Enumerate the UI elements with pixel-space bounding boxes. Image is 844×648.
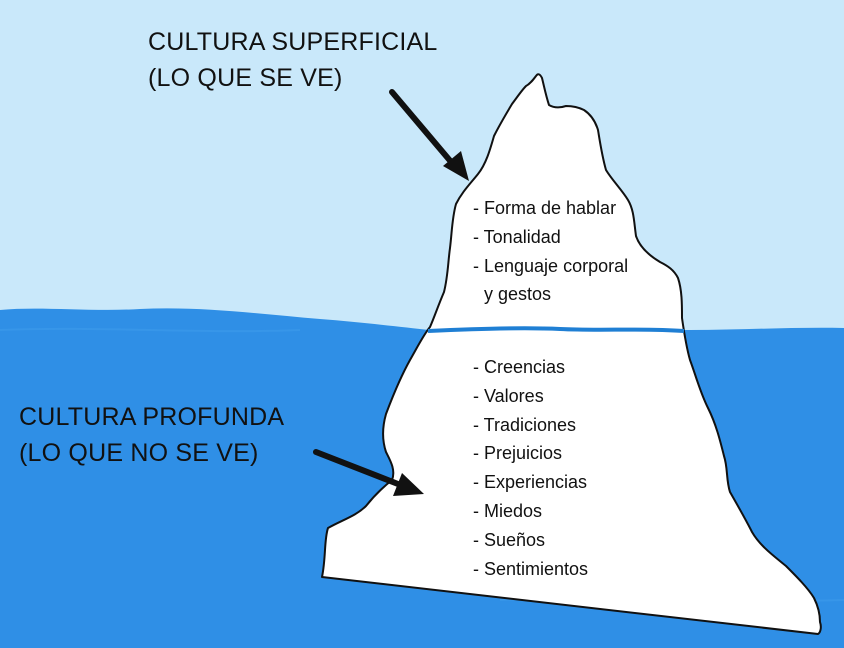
surface-arrow (389, 89, 469, 181)
surface-heading-line1: CULTURA SUPERFICIAL (148, 28, 438, 56)
list-item: - Lenguaje corporal y gestos (473, 252, 628, 310)
list-item: - Valores (473, 385, 544, 406)
list-item: - Prejuicios (473, 443, 563, 464)
list-item-text: - Lenguaje corporal (473, 255, 629, 276)
surface-items-list: - Forma de hablar - Tonalidad - Lenguaje… (473, 194, 628, 309)
list-item: - Miedos (473, 500, 543, 521)
deep-culture-heading: CULTURA PROFUNDA (LO QUE NO SE VE) (19, 399, 284, 471)
list-item: - Tonalidad (473, 226, 561, 247)
surface-heading-line2: (LO QUE SE VE) (148, 64, 343, 92)
surface-culture-heading: CULTURA SUPERFICIAL (LO QUE SE VE) (148, 24, 438, 96)
deep-heading-line2: (LO QUE NO SE VE) (19, 439, 259, 467)
list-item: - Sentimientos (473, 558, 589, 579)
deep-items-list: - Creencias - Valores - Tradiciones - Pr… (473, 353, 588, 583)
list-item: - Sueños (473, 529, 546, 550)
list-item: - Creencias (473, 357, 566, 377)
waterline (427, 326, 685, 333)
deep-arrow (313, 449, 424, 496)
deep-heading-line1: CULTURA PROFUNDA (19, 403, 285, 431)
list-item-continuation: y gestos (484, 284, 552, 305)
list-item: - Experiencias (473, 472, 588, 493)
list-item: - Tradiciones (473, 414, 577, 435)
list-item: - Forma de hablar (473, 198, 617, 218)
iceberg (321, 73, 822, 635)
